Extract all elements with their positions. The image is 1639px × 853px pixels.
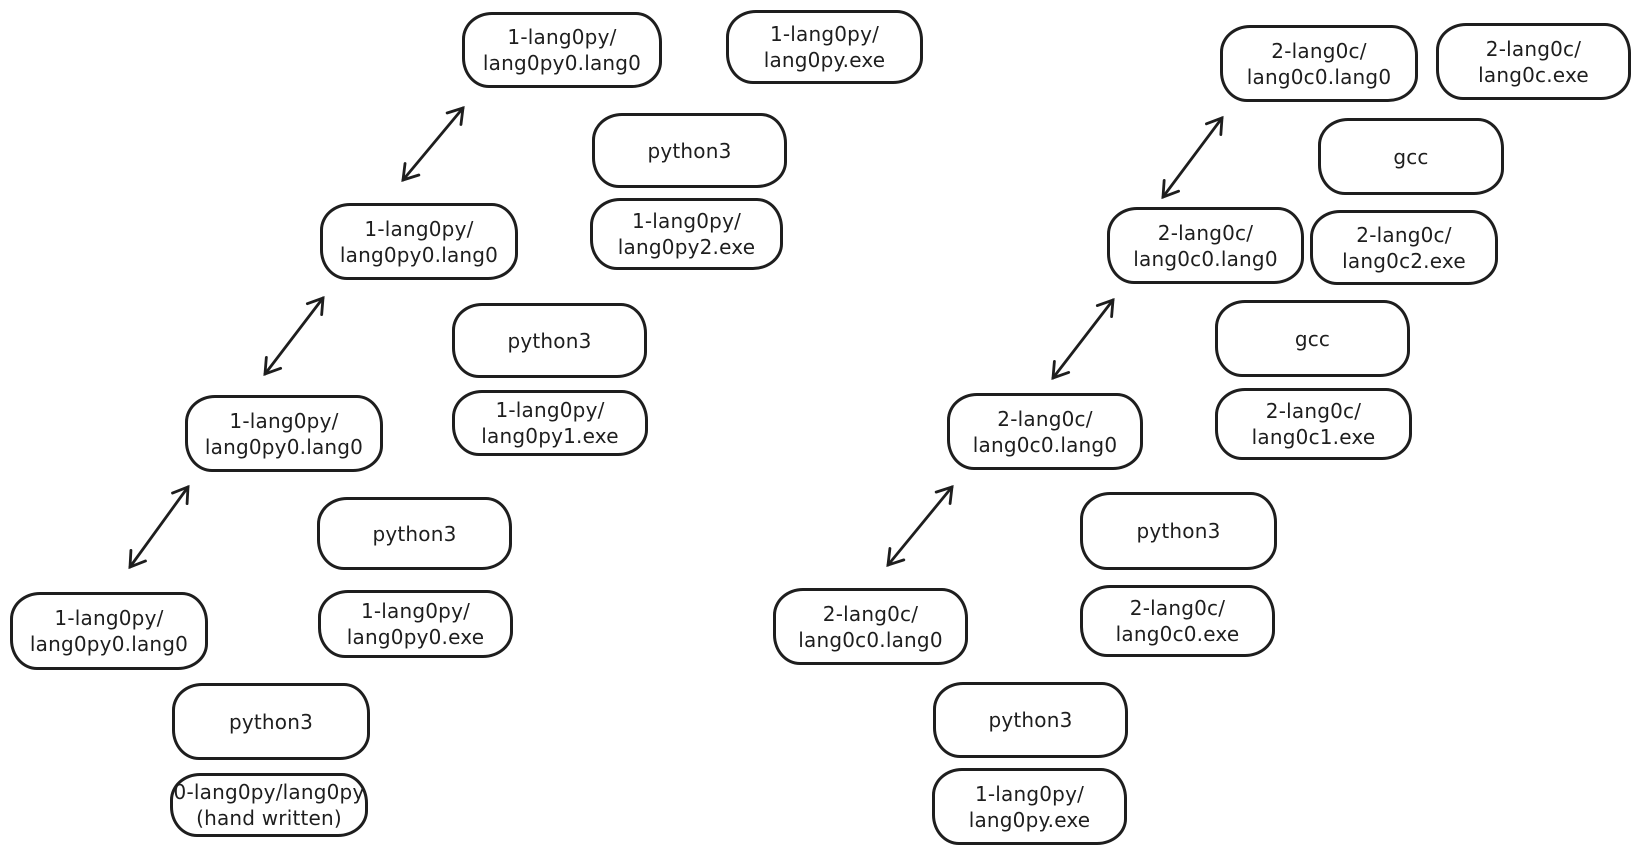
c1-exe-box[interactable]: 2-lang0c/ lang0c1.exe — [1215, 388, 1412, 460]
c-source-gen1-box[interactable]: 2-lang0c/ lang0c0.lang0 — [773, 588, 968, 665]
python3-right-row4-box[interactable]: python3 — [1080, 492, 1277, 570]
py-source-gen1-box[interactable]: 1-lang0py/ lang0py0.lang0 — [10, 592, 208, 670]
py-source-gen4-box[interactable]: 1-lang0py/ lang0py0.lang0 — [462, 12, 662, 88]
arrow-c-gen1-gen2[interactable] — [886, 484, 954, 568]
c-source-gen4-box[interactable]: 2-lang0c/ lang0c0.lang0 — [1220, 25, 1418, 102]
py-final-exe-box[interactable]: 1-lang0py/ lang0py.exe — [726, 10, 923, 84]
arrow-py-gen3-gen4[interactable] — [401, 106, 465, 182]
c0-exe-box[interactable]: 2-lang0c/ lang0c0.exe — [1080, 585, 1275, 657]
python3-left-row4-box[interactable]: python3 — [317, 497, 512, 570]
c-source-gen2-box[interactable]: 2-lang0c/ lang0c0.lang0 — [947, 393, 1143, 470]
py2-exe-box[interactable]: 1-lang0py/ lang0py2.exe — [590, 198, 783, 270]
gcc-row3-box[interactable]: gcc — [1215, 300, 1410, 377]
arrow-c-gen2-gen3[interactable] — [1051, 297, 1115, 381]
arrow-py-gen1-gen2[interactable] — [128, 484, 190, 570]
python3-left-row2-box[interactable]: python3 — [592, 113, 787, 188]
c-final-exe-box[interactable]: 2-lang0c/ lang0c.exe — [1436, 23, 1631, 100]
py1-exe-box[interactable]: 1-lang0py/ lang0py1.exe — [452, 390, 648, 456]
py-exe-bootstrap-box[interactable]: 1-lang0py/ lang0py.exe — [932, 768, 1127, 845]
c2-exe-box[interactable]: 2-lang0c/ lang0c2.exe — [1310, 210, 1498, 285]
python3-left-row3-box[interactable]: python3 — [452, 303, 647, 378]
arrow-py-gen2-gen3[interactable] — [263, 295, 325, 377]
py-handwritten-source-box[interactable]: 0-lang0py/lang0py (hand written) — [170, 773, 368, 837]
py0-exe-box[interactable]: 1-lang0py/ lang0py0.exe — [318, 590, 513, 658]
gcc-row2-box[interactable]: gcc — [1318, 118, 1504, 195]
arrow-c-gen3-gen4[interactable] — [1161, 115, 1224, 200]
c-source-gen3-box[interactable]: 2-lang0c/ lang0c0.lang0 — [1107, 207, 1304, 284]
python3-right-row5-box[interactable]: python3 — [933, 682, 1128, 758]
py-source-gen3-box[interactable]: 1-lang0py/ lang0py0.lang0 — [320, 203, 518, 280]
python3-left-row5-box[interactable]: python3 — [172, 683, 370, 760]
py-source-gen2-box[interactable]: 1-lang0py/ lang0py0.lang0 — [185, 395, 383, 472]
